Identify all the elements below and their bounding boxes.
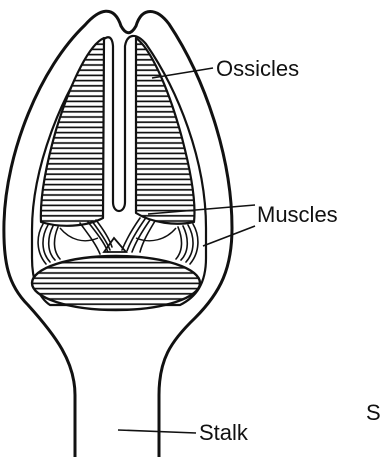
right-ossicle xyxy=(136,38,195,224)
basal-ossicle xyxy=(32,256,200,310)
edge-fragment-label: S xyxy=(366,400,381,425)
muscles-label: Muscles xyxy=(257,202,338,227)
ossicles-label: Ossicles xyxy=(216,56,299,81)
stalk-leader-line xyxy=(118,430,196,433)
muscle-connectors xyxy=(60,228,176,241)
muscles-leader-line-lower xyxy=(203,226,255,246)
stalk-label: Stalk xyxy=(199,420,249,445)
